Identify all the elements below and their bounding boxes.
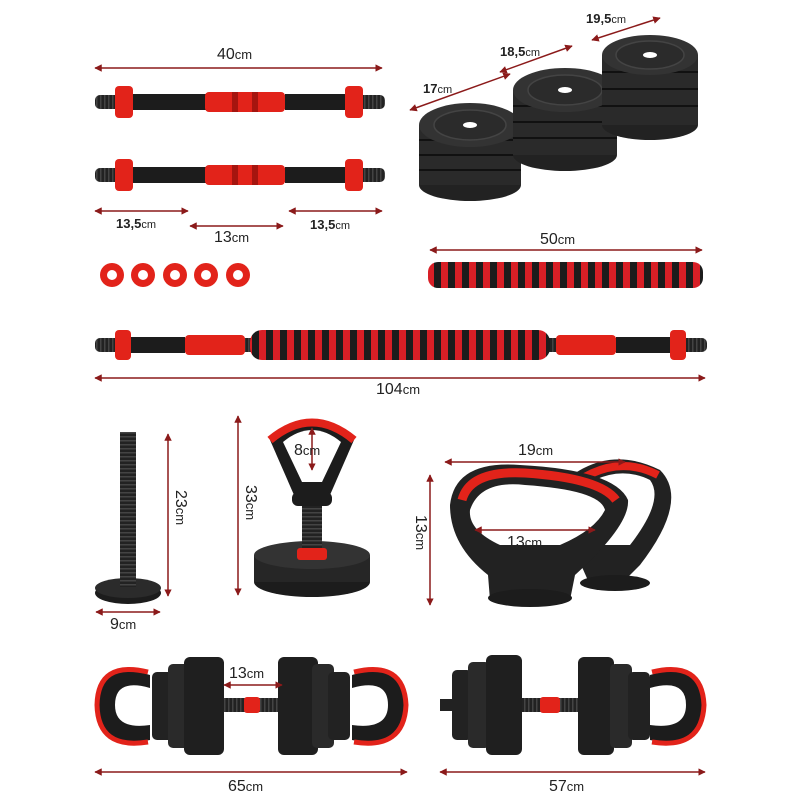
label-dumbbell-handles-length: 65cm xyxy=(228,779,263,795)
collar-nut-icon xyxy=(100,263,250,287)
unit: cm xyxy=(557,232,576,247)
dumbbell-icon xyxy=(94,657,409,755)
label-plate-medium: 18,5cm xyxy=(500,44,540,60)
unit: cm xyxy=(535,443,554,458)
label-bar-middle: 13cm xyxy=(214,230,249,246)
value: 40 xyxy=(217,46,235,63)
weight-plate-icon xyxy=(419,103,521,201)
unit: cm xyxy=(234,47,253,62)
dumbbell-bar-icon xyxy=(95,86,385,118)
label-plate-small: 17cm xyxy=(423,81,452,97)
unit: cm xyxy=(402,382,421,397)
dumbbell-bar-icon xyxy=(95,159,385,191)
label-kettlebell-height: 33cm xyxy=(242,485,259,521)
label-barbell-total: 104cm xyxy=(376,382,420,398)
value: 57 xyxy=(549,778,567,795)
dimension-lines-handles xyxy=(426,458,626,606)
unit: cm xyxy=(566,779,585,794)
label-bar-length: 40cm xyxy=(217,47,252,63)
label-handle-width: 19cm xyxy=(518,443,553,459)
dumbbell-icon xyxy=(440,655,707,755)
label-stand-height: 23cm xyxy=(172,490,189,526)
value: 13,5 xyxy=(310,217,336,232)
barbell-icon xyxy=(95,330,707,360)
label-bar-end-left: 13,5cm xyxy=(116,216,156,232)
unit: cm xyxy=(231,230,250,245)
value: 18,5 xyxy=(500,44,526,59)
value: 104 xyxy=(376,381,403,398)
unit: cm xyxy=(173,507,188,526)
unit: cm xyxy=(245,779,264,794)
value: 50 xyxy=(540,231,558,248)
value: 13 xyxy=(214,229,232,246)
unit: cm xyxy=(302,443,321,458)
value: 19,5 xyxy=(586,11,612,26)
unit: cm xyxy=(611,14,626,26)
unit: cm xyxy=(118,617,137,632)
unit: cm xyxy=(524,535,543,550)
value: 23 xyxy=(172,490,189,508)
foam-grip-icon xyxy=(428,262,703,288)
dimension-lines-kettlebell xyxy=(234,415,316,596)
label-stand-base: 9cm xyxy=(110,617,136,633)
value: 19 xyxy=(518,442,536,459)
value: 65 xyxy=(228,778,246,795)
dimension-lines-plates xyxy=(409,16,661,112)
value: 13 xyxy=(412,515,429,533)
unit: cm xyxy=(525,47,540,59)
unit: cm xyxy=(246,666,265,681)
label-handle-height: 13cm xyxy=(412,515,429,551)
label-bar-end-right: 13,5cm xyxy=(310,217,350,233)
value: 13,5 xyxy=(116,216,142,231)
value: 33 xyxy=(242,485,259,503)
label-dumbbell-gap: 13cm xyxy=(229,666,264,682)
value: 13 xyxy=(229,665,247,682)
weight-plate-icon xyxy=(513,68,617,171)
weight-plate-icon xyxy=(602,35,698,140)
unit: cm xyxy=(437,84,453,96)
label-dumbbell-single-handle-length: 57cm xyxy=(549,779,584,795)
label-handle-inner: 13cm xyxy=(507,535,542,551)
unit: cm xyxy=(243,502,258,521)
value: 9 xyxy=(110,616,119,633)
stand-icon xyxy=(95,432,161,604)
label-kettlebell-grip: 8cm xyxy=(294,443,320,459)
unit: cm xyxy=(413,532,428,551)
dimension-lines-stand xyxy=(95,433,172,616)
unit: cm xyxy=(141,219,156,231)
unit: cm xyxy=(335,220,350,232)
label-foam-tube: 50cm xyxy=(540,232,575,248)
value: 8 xyxy=(294,442,303,459)
value: 13 xyxy=(507,534,525,551)
dimension-lines-dumbbell-left xyxy=(94,681,408,776)
label-plate-large: 19,5cm xyxy=(586,11,626,27)
dimension-lines-bars xyxy=(94,64,383,230)
value: 17 xyxy=(423,81,438,96)
